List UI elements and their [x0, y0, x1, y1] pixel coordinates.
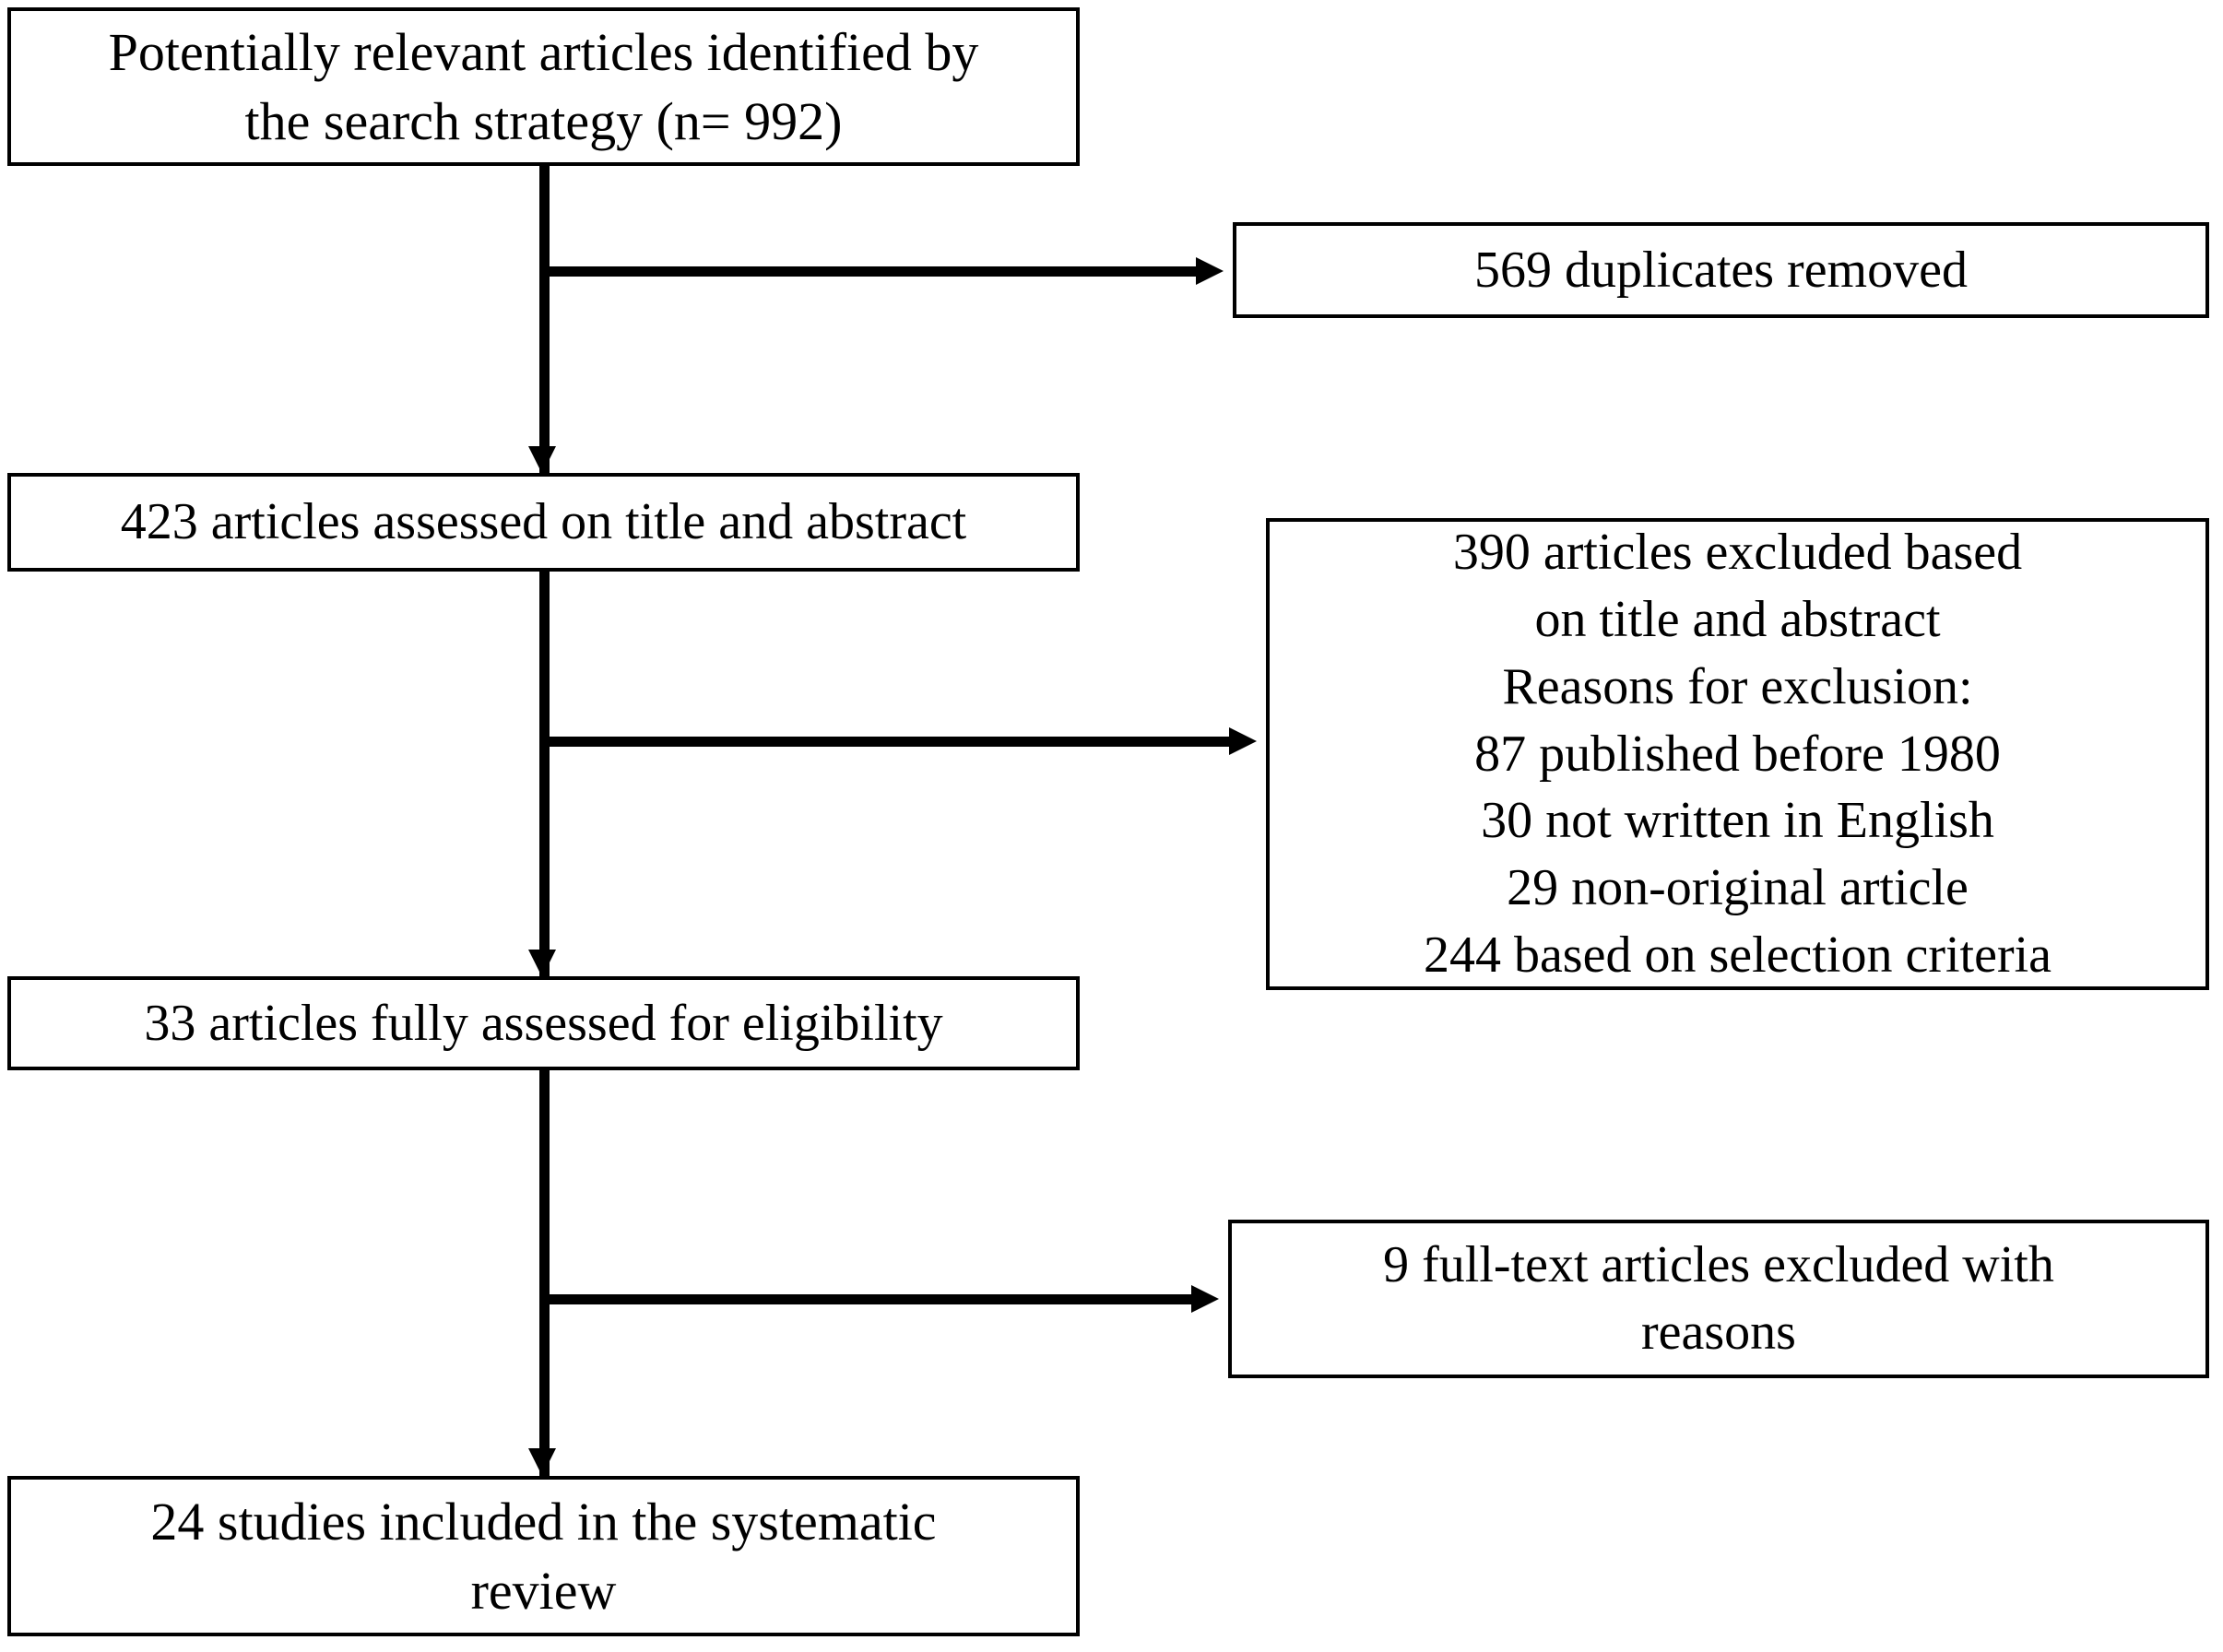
node-fulltext-articles-excluded-label: 9 full-text articles excluded with reaso… — [1383, 1236, 2054, 1361]
connector-eligibility-to-included-stem — [539, 1070, 550, 1476]
connector-identified-to-duplicates-line — [539, 266, 1196, 277]
node-excluded-title-abstract-label: 390 articles excluded based on title and… — [1423, 524, 2052, 984]
connector-assessed-to-excluded-arrowhead — [1229, 727, 1257, 755]
connector-eligibility-to-fulltext-excluded-arrowhead — [1191, 1285, 1219, 1313]
node-articles-fully-assessed-eligibility-label: 33 articles fully assessed for eligibili… — [144, 994, 943, 1052]
connector-assessed-to-eligibility-stem — [539, 572, 550, 977]
connector-identified-to-duplicates-arrowhead — [1196, 257, 1224, 285]
connector-identified-to-assessed-arrowhead — [528, 446, 556, 474]
node-excluded-title-abstract: 390 articles excluded based on title and… — [1266, 518, 2209, 990]
node-potentially-relevant-articles-label: Potentially relevant articles identified… — [108, 21, 979, 151]
node-articles-assessed-title-abstract-label: 423 articles assessed on title and abstr… — [120, 493, 967, 551]
node-articles-fully-assessed-eligibility: 33 articles fully assessed for eligibili… — [7, 976, 1080, 1070]
connector-assessed-to-eligibility-arrowhead — [528, 950, 556, 977]
node-duplicates-removed: 569 duplicates removed — [1233, 222, 2209, 318]
node-studies-included-systematic-review-label: 24 studies included in the systematic re… — [150, 1491, 937, 1621]
connector-eligibility-to-included-arrowhead — [528, 1448, 556, 1476]
connector-assessed-to-excluded-line — [539, 737, 1229, 747]
connector-identified-to-assessed-stem — [539, 166, 550, 474]
node-articles-assessed-title-abstract: 423 articles assessed on title and abstr… — [7, 473, 1080, 572]
node-fulltext-articles-excluded: 9 full-text articles excluded with reaso… — [1228, 1220, 2209, 1378]
connector-eligibility-to-fulltext-excluded-line — [539, 1294, 1191, 1304]
node-studies-included-systematic-review: 24 studies included in the systematic re… — [7, 1476, 1080, 1636]
node-duplicates-removed-label: 569 duplicates removed — [1474, 241, 1968, 299]
node-potentially-relevant-articles: Potentially relevant articles identified… — [7, 7, 1080, 166]
